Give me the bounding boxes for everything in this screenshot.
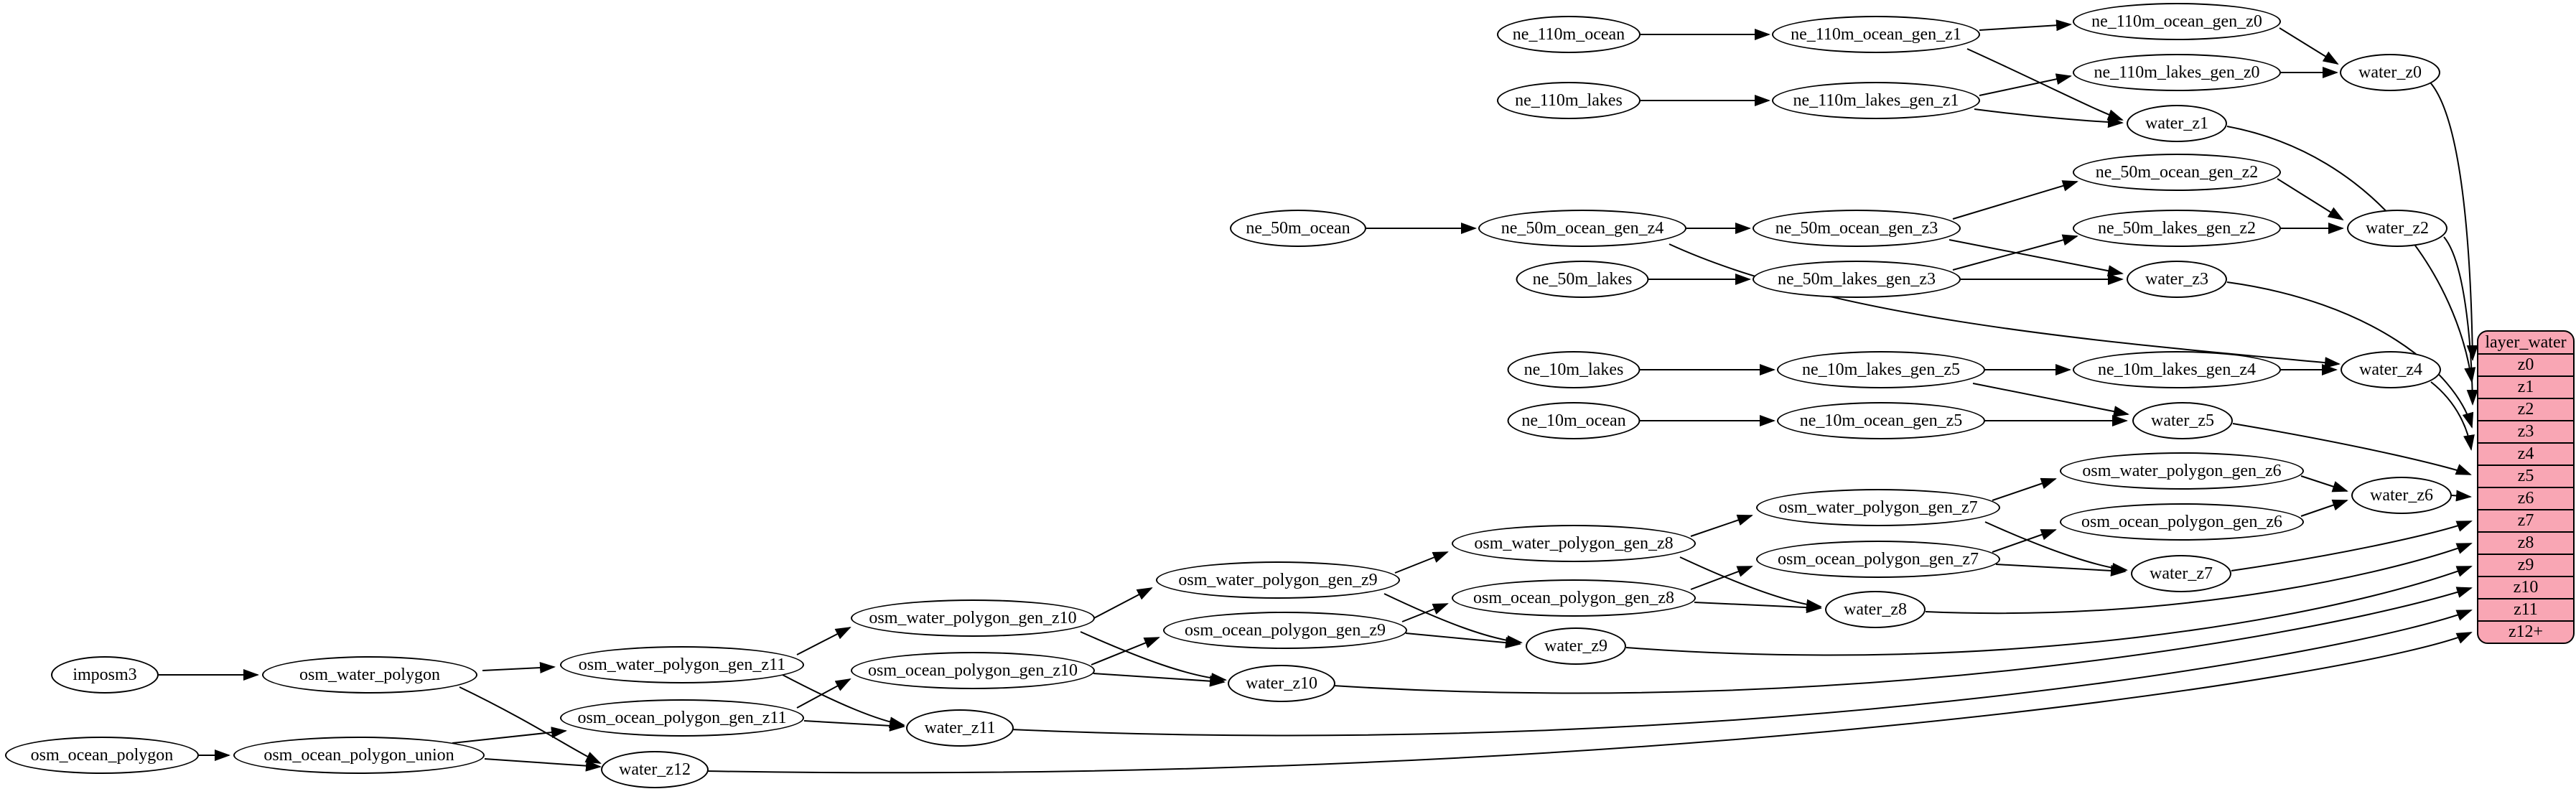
node-ne-110m-lakes-gen-z1: ne_110m_lakes_gen_z1 xyxy=(1772,82,1980,119)
node-water-z11: water_z11 xyxy=(906,709,1014,747)
layer-water-row-z2: z2 xyxy=(2478,398,2573,420)
node-ne-110m-lakes: ne_110m_lakes xyxy=(1497,82,1641,119)
node-osm-ocean-polygon-gen-z11: osm_ocean_polygon_gen_z11 xyxy=(560,699,804,737)
node-ne-10m-lakes-gen-z4: ne_10m_lakes_gen_z4 xyxy=(2073,351,2281,388)
layer-water-row-z4: z4 xyxy=(2478,442,2573,464)
node-osm-water-polygon-gen-z11: osm_water_polygon_gen_z11 xyxy=(560,646,804,683)
layer-water-row-z9: z9 xyxy=(2478,554,2573,576)
node-water-z1: water_z1 xyxy=(2127,105,2227,142)
layer-water-row-z11: z11 xyxy=(2478,598,2573,620)
node-ne-110m-ocean: ne_110m_ocean xyxy=(1497,16,1641,53)
node-water-z7: water_z7 xyxy=(2131,555,2231,592)
node-ne-50m-lakes: ne_50m_lakes xyxy=(1516,261,1649,298)
layer-water-table-title: layer_water xyxy=(2485,332,2567,352)
node-water-z3: water_z3 xyxy=(2127,261,2227,298)
layer-water-row-z12plus: z12+ xyxy=(2478,620,2573,643)
node-ne-10m-ocean: ne_10m_ocean xyxy=(1507,402,1641,439)
node-water-z9: water_z9 xyxy=(1526,627,1626,665)
node-osm-ocean-polygon: osm_ocean_polygon xyxy=(5,737,199,774)
layer-water-row-z7: z7 xyxy=(2478,509,2573,531)
layer-water-row-z1: z1 xyxy=(2478,375,2573,398)
node-ne-10m-lakes-gen-z5: ne_10m_lakes_gen_z5 xyxy=(1777,351,1985,388)
node-ne-50m-lakes-gen-z2: ne_50m_lakes_gen_z2 xyxy=(2073,210,2281,247)
node-osm-ocean-polygon-gen-z8: osm_ocean_polygon_gen_z8 xyxy=(1452,579,1696,617)
node-water-z10: water_z10 xyxy=(1228,665,1335,702)
node-osm-ocean-polygon-gen-z10: osm_ocean_polygon_gen_z10 xyxy=(851,652,1095,689)
node-imposm3: imposm3 xyxy=(51,656,159,694)
node-osm-water-polygon-gen-z9: osm_water_polygon_gen_z9 xyxy=(1156,561,1400,599)
node-osm-water-polygon-gen-z10: osm_water_polygon_gen_z10 xyxy=(851,599,1095,637)
node-water-z8: water_z8 xyxy=(1825,591,1926,628)
layer-water-row-z6: z6 xyxy=(2478,487,2573,509)
layer-water-row-z5: z5 xyxy=(2478,464,2573,487)
node-water-z6: water_z6 xyxy=(2351,477,2452,514)
node-osm-ocean-polygon-gen-z6: osm_ocean_polygon_gen_z6 xyxy=(2060,503,2304,541)
node-osm-water-polygon-gen-z8: osm_water_polygon_gen_z8 xyxy=(1452,525,1696,562)
node-osm-ocean-polygon-gen-z9: osm_ocean_polygon_gen_z9 xyxy=(1163,612,1407,649)
node-osm-ocean-polygon-union: osm_ocean_polygon_union xyxy=(233,737,485,774)
node-ne-50m-ocean-gen-z3: ne_50m_ocean_gen_z3 xyxy=(1753,210,1961,247)
node-water-z12: water_z12 xyxy=(601,751,709,788)
node-water-z4: water_z4 xyxy=(2341,351,2441,388)
node-osm-water-polygon-gen-z6: osm_water_polygon_gen_z6 xyxy=(2060,452,2304,490)
node-ne-50m-ocean: ne_50m_ocean xyxy=(1230,210,1366,247)
node-ne-10m-lakes: ne_10m_lakes xyxy=(1507,351,1641,388)
node-water-z0: water_z0 xyxy=(2340,54,2440,91)
node-osm-ocean-polygon-gen-z7: osm_ocean_polygon_gen_z7 xyxy=(1756,541,2000,578)
node-ne-10m-ocean-gen-z5: ne_10m_ocean_gen_z5 xyxy=(1777,402,1985,439)
layer-water-row-z3: z3 xyxy=(2478,420,2573,442)
layer-water-row-z0: z0 xyxy=(2478,353,2573,375)
node-ne-110m-ocean-gen-z0: ne_110m_ocean_gen_z0 xyxy=(2073,3,2281,40)
node-osm-water-polygon: osm_water_polygon xyxy=(262,656,477,694)
node-ne-110m-lakes-gen-z0: ne_110m_lakes_gen_z0 xyxy=(2073,54,2281,91)
layer-water-row-z10: z10 xyxy=(2478,576,2573,598)
node-ne-50m-ocean-gen-z4: ne_50m_ocean_gen_z4 xyxy=(1478,210,1686,247)
node-ne-50m-ocean-gen-z2: ne_50m_ocean_gen_z2 xyxy=(2073,154,2281,191)
node-ne-50m-lakes-gen-z3: ne_50m_lakes_gen_z3 xyxy=(1753,261,1961,298)
node-water-z2: water_z2 xyxy=(2347,210,2447,247)
layer-water-table: layer_water z0 z1 z2 z3 z4 z5 z6 z7 z8 z… xyxy=(2477,330,2575,644)
node-ne-110m-ocean-gen-z1: ne_110m_ocean_gen_z1 xyxy=(1772,16,1980,53)
node-water-z5: water_z5 xyxy=(2132,402,2233,439)
node-osm-water-polygon-gen-z7: osm_water_polygon_gen_z7 xyxy=(1756,489,2000,526)
layer-water-row-z8: z8 xyxy=(2478,531,2573,554)
